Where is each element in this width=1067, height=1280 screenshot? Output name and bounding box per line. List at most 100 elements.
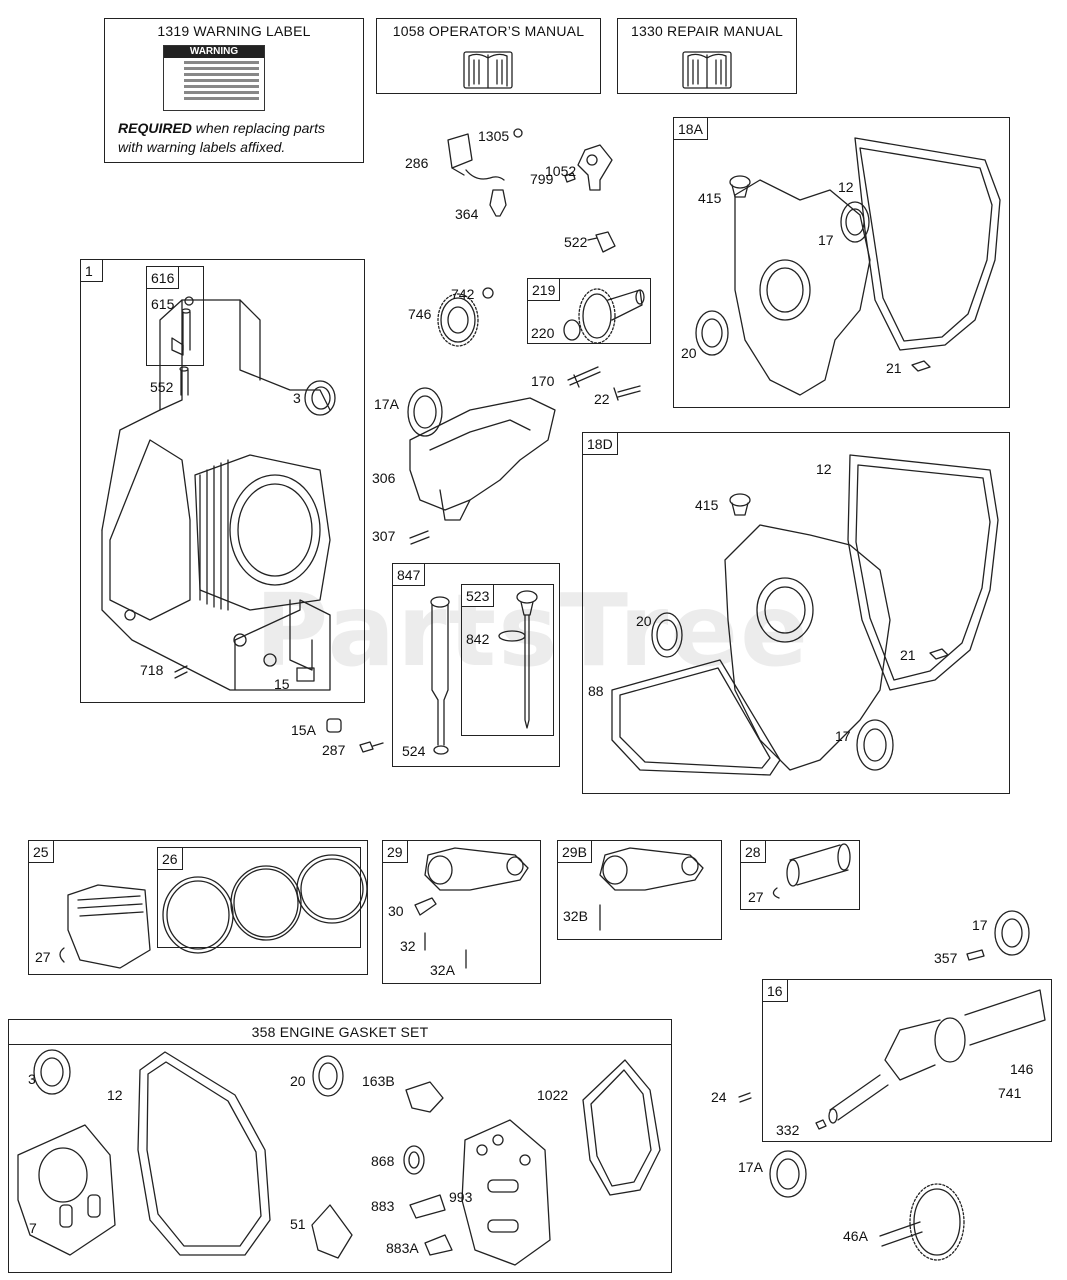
box-1: 1 xyxy=(80,259,365,703)
label-32b: 32B xyxy=(563,908,588,924)
box-18d: 18D xyxy=(582,432,1010,794)
label-522: 522 xyxy=(564,234,588,250)
label-415-a: 415 xyxy=(698,190,722,206)
box-26: 26 xyxy=(157,847,361,948)
label-21-d: 21 xyxy=(900,647,916,663)
required-line2: with warning labels affixed. xyxy=(118,139,286,155)
screw-287 xyxy=(359,741,384,753)
dipstick-tube xyxy=(430,596,450,755)
gear-746 xyxy=(437,293,479,347)
label-21-a: 21 xyxy=(886,360,902,376)
box-tag-25: 25 xyxy=(29,841,54,863)
label-993: 993 xyxy=(449,1189,473,1205)
label-32a: 32A xyxy=(430,962,455,978)
label-24: 24 xyxy=(711,1089,727,1105)
cylinder-block-drawing xyxy=(101,299,331,691)
required-rest: when replacing parts xyxy=(191,120,325,136)
connecting-rod-29b xyxy=(599,847,704,931)
gasket-set-title: 358 ENGINE GASKET SET xyxy=(9,1020,671,1045)
dowel-718 xyxy=(174,665,188,679)
piston-pin-28 xyxy=(772,843,851,899)
washer-742 xyxy=(482,287,494,299)
label-88: 88 xyxy=(588,683,604,699)
label-746: 746 xyxy=(408,306,432,322)
box-tag-28: 28 xyxy=(741,841,766,863)
book-icon-operators xyxy=(463,51,513,89)
box-219: 219 xyxy=(527,278,651,344)
box-29b: 29B xyxy=(557,840,722,940)
label-12-gasket: 12 xyxy=(107,1087,123,1103)
label-524: 524 xyxy=(402,743,426,759)
label-718: 718 xyxy=(140,662,164,678)
label-842: 842 xyxy=(466,631,490,647)
label-3-gasket: 3 xyxy=(28,1071,36,1087)
bearing-17-right xyxy=(994,910,1030,956)
label-27-piston: 27 xyxy=(35,949,51,965)
label-146: 146 xyxy=(1010,1061,1034,1077)
box-25: 25 xyxy=(28,840,368,975)
label-883a: 883A xyxy=(386,1240,419,1256)
box-616: 616 xyxy=(146,266,204,366)
label-32: 32 xyxy=(400,938,416,954)
warning-label-title: 1319 WARNING LABEL xyxy=(157,23,311,39)
camshaft-219 xyxy=(563,288,645,344)
label-220: 220 xyxy=(531,325,555,341)
required-bold: REQUIRED xyxy=(118,120,192,136)
label-163b: 163B xyxy=(362,1073,395,1089)
box-847: 847 xyxy=(392,563,560,767)
governor-drawing xyxy=(577,144,613,191)
label-7: 7 xyxy=(29,1220,37,1236)
label-170: 170 xyxy=(531,373,555,389)
label-1305: 1305 xyxy=(478,128,510,144)
plug-15a xyxy=(326,718,342,733)
box-tag-1: 1 xyxy=(81,260,103,282)
label-415-d: 415 xyxy=(695,497,719,513)
box-tag-18d: 18D xyxy=(583,433,618,455)
plug-15 xyxy=(296,667,315,682)
label-22: 22 xyxy=(594,391,610,407)
piston-25 xyxy=(59,884,151,969)
label-742: 742 xyxy=(451,286,475,302)
box-tag-616: 616 xyxy=(147,267,180,289)
box-18a: 18A xyxy=(673,117,1010,408)
label-286: 286 xyxy=(405,155,429,171)
box-tag-29b: 29B xyxy=(558,841,592,863)
label-883: 883 xyxy=(371,1198,395,1214)
crankshaft-16 xyxy=(815,989,1046,1130)
box-16: 16 xyxy=(762,979,1052,1142)
bolt-22 xyxy=(613,385,641,401)
bearing-17a-mid xyxy=(407,387,443,437)
label-287: 287 xyxy=(322,742,346,758)
crankcase-cover-18d xyxy=(611,454,999,776)
label-306: 306 xyxy=(372,470,396,486)
label-15: 15 xyxy=(274,676,290,692)
label-15a: 15A xyxy=(291,722,316,738)
dipstick-523 xyxy=(498,590,538,729)
cam-gear-46a xyxy=(879,1183,965,1261)
label-332: 332 xyxy=(776,1122,800,1138)
label-46a: 46A xyxy=(843,1228,868,1244)
label-20-d: 20 xyxy=(636,613,652,629)
label-17a-mid: 17A xyxy=(374,396,399,412)
box-tag-18a: 18A xyxy=(674,118,708,140)
breather-tube-drawing xyxy=(171,296,194,396)
label-17a-low: 17A xyxy=(738,1159,763,1175)
label-307: 307 xyxy=(372,528,396,544)
box-28: 28 xyxy=(740,840,860,910)
warning-sticker-head: WARNING xyxy=(164,46,264,58)
piston-rings-26 xyxy=(162,854,368,954)
label-51: 51 xyxy=(290,1216,306,1232)
key-357 xyxy=(966,949,985,961)
box-tag-847: 847 xyxy=(393,564,426,586)
label-357: 357 xyxy=(934,950,958,966)
box-tag-523: 523 xyxy=(462,585,495,607)
box-tag-26: 26 xyxy=(158,848,183,870)
label-1052: 1052 xyxy=(545,163,577,179)
label-30: 30 xyxy=(388,903,404,919)
stud-170 xyxy=(567,366,601,388)
oil-seal-drawing-block xyxy=(304,380,336,416)
repair-manual-title: 1330 REPAIR MANUAL xyxy=(631,23,783,39)
connecting-rod-29 xyxy=(414,847,529,969)
label-17-right: 17 xyxy=(972,917,988,933)
